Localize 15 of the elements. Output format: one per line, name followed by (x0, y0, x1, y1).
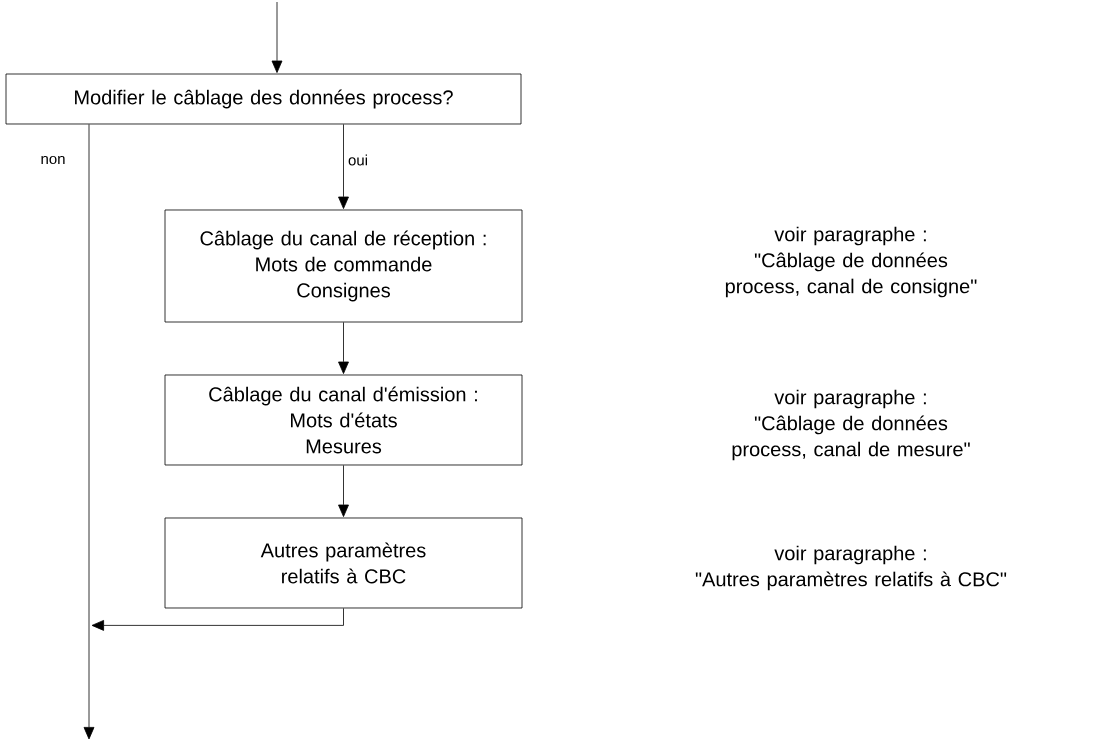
note-text: voir paragraphe : "Autres paramètres relatifs à CBC" (695, 545, 1007, 591)
edge-label: non (39, 154, 67, 166)
arrow (338, 465, 349, 517)
arrow (338, 124, 349, 209)
arrow (91, 608, 344, 631)
question-box: Modifier le câblage des données process? (5, 73, 522, 125)
arrow (271, 1, 283, 73)
process-box: Câblage du canal de réception : Mots de commande Consignes (164, 209, 523, 323)
process-box: Autres paramètres relatifs à CBC (164, 517, 523, 609)
arrow (83, 124, 95, 740)
arrow (338, 322, 349, 374)
note-text: voir paragraphe : "Câblage de données process, canal de consigne" (725, 226, 977, 298)
edge-label: oui (347, 153, 369, 167)
note-text: voir paragraphe : "Câblage de données process, canal de mesure" (732, 389, 970, 461)
process-box: Câblage du canal d'émission : Mots d'états Mesures (164, 374, 523, 466)
